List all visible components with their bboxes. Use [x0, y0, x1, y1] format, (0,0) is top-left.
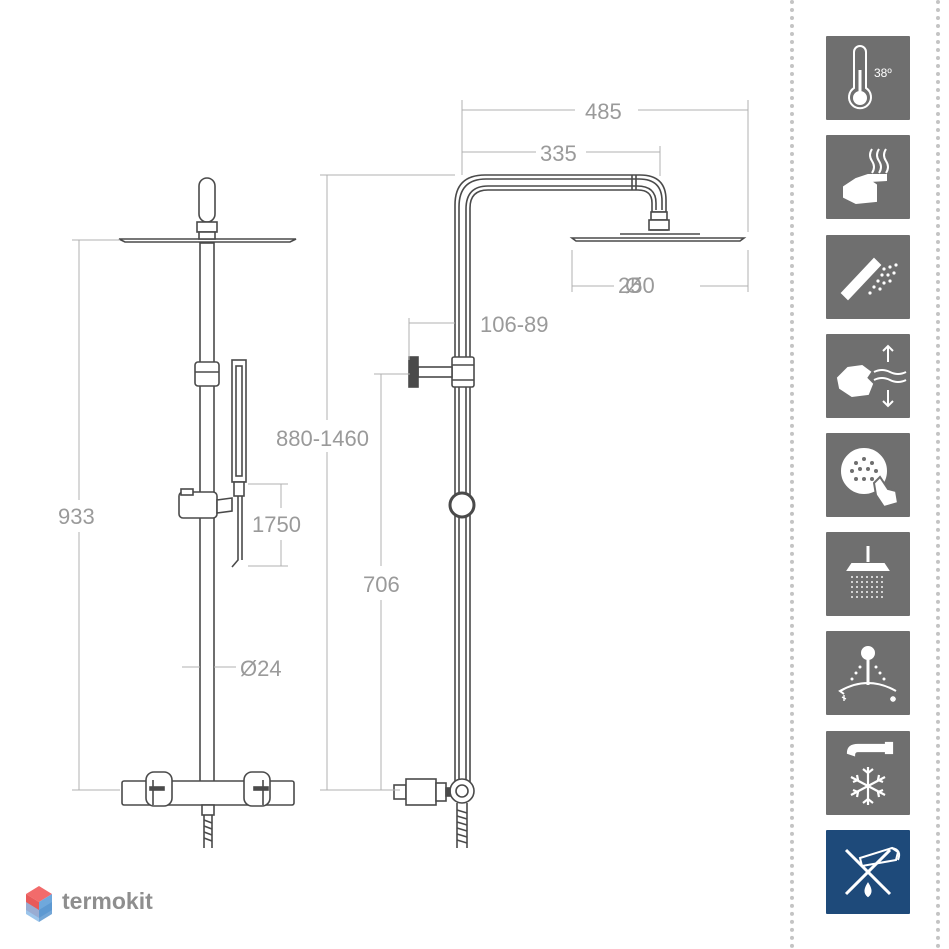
side-dimension-lines: [320, 100, 749, 791]
dim-overall-height: 933: [58, 504, 95, 529]
dim-hose-length: 1750: [252, 512, 301, 537]
hand-shower-spray-icon: [826, 235, 910, 319]
dotted-divider-right: [936, 0, 940, 949]
dotted-divider: [790, 0, 794, 949]
hand-under-steam-icon: [826, 135, 910, 219]
side-view: [393, 174, 747, 848]
dim-arm-total: 485: [585, 99, 622, 124]
dim-head-diameter: 250: [618, 273, 655, 298]
anti-limescale-nozzle-icon: [826, 433, 910, 517]
front-dimension-lines: [72, 239, 288, 791]
dim-wall-distance: 106-89: [480, 312, 549, 337]
front-view: [118, 177, 297, 848]
dim-adjustable-height: 880-1460: [276, 426, 369, 451]
dim-lower-height: 706: [363, 572, 400, 597]
hand-flow-switch-icon: [826, 334, 910, 418]
cold-spout-snowflake-icon: [826, 731, 910, 815]
brand-logo: termokit: [24, 884, 153, 924]
dim-tube-diameter: Ø24: [240, 656, 282, 681]
thermostat-38-icon: 38º: [826, 36, 910, 120]
brand-logo-mark-icon: [26, 886, 52, 922]
dim-head-diameter-sign: Ø: [625, 273, 642, 298]
dim-arm-inner: 335: [540, 141, 577, 166]
temperature-label: 38º: [874, 66, 892, 80]
no-water-drip-icon: [826, 830, 910, 914]
brand-name: termokit: [62, 888, 153, 914]
rain-shower-head-icon: [826, 532, 910, 616]
hot-cold-diverter-icon: [826, 631, 910, 715]
